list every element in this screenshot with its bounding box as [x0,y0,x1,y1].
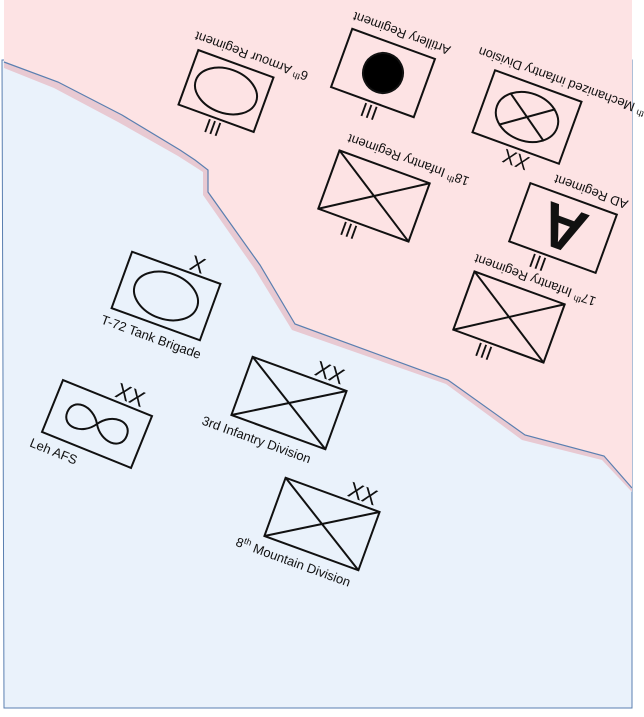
armour-symbol [133,270,199,322]
infantry-cross [498,108,556,126]
unit-frame [40,378,154,470]
front-line [3,61,633,489]
unit-frame [263,476,381,572]
infantry-cross [264,510,380,538]
unit-frame [230,355,348,451]
infantry-cross [231,389,347,417]
mechanized-oval [494,90,560,144]
infantry-cross [318,182,430,210]
armour-symbol [194,66,258,116]
echelon-marker: III [337,216,360,242]
echelon-marker: III [472,337,495,363]
unit-frame [329,27,437,119]
unit-frame [471,68,583,166]
unit-frame [317,149,431,243]
unit-frame [110,250,222,342]
front-line-band [4,62,632,492]
echelon-marker: III [201,114,224,140]
echelon-marker: III [358,97,381,123]
infantry-cross [453,303,565,331]
unit-frame [507,181,619,275]
air-force-symbol [65,403,129,445]
artillery-symbol [362,52,404,94]
echelon-marker: III [526,248,549,274]
unit-frame [177,48,275,134]
hostile-territory [4,0,632,488]
unit-frame [452,270,566,364]
